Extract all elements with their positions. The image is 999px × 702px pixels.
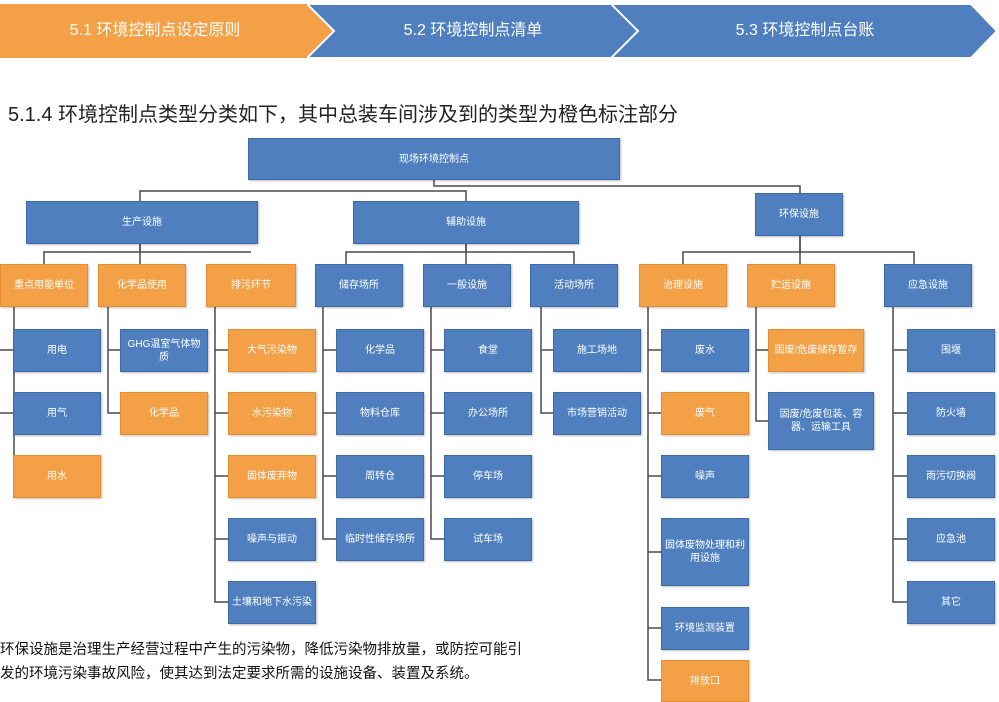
definition-line-2: 发的环境污染事故风险，使其达到法定要求所需的设施设备、装置及系统。	[0, 666, 479, 682]
leaf-exhaust-gas: 废气	[661, 392, 749, 435]
node-storage-sites: 储存场所	[315, 264, 403, 307]
nav-step-2-label: 5.2 环境控制点清单	[403, 22, 543, 39]
leaf-solid-waste: 固体废弃物	[228, 455, 316, 498]
node-activity-sites: 活动场所	[530, 264, 618, 307]
leaf-chemicals: 化学品	[120, 392, 208, 435]
leaf-soil-groundwater: 土壤和地下水污染	[228, 581, 316, 624]
leaf-monitoring-device: 环境监测装置	[661, 607, 749, 650]
leaf-others: 其它	[907, 581, 995, 624]
section-heading: 5.1.4 环境控制点类型分类如下，其中总装车间涉及到的类型为橙色标注部分	[8, 104, 679, 126]
leaf-ghg: GHG温室气体物质	[120, 329, 208, 372]
node-root: 现场环境控制点	[248, 138, 620, 180]
nav-step-2-shape	[307, 4, 639, 58]
nav-step-3-shape	[611, 4, 999, 58]
leaf-firewall: 防火墙	[907, 392, 995, 435]
nav-step-2[interactable]: 5.2 环境控制点清单	[307, 4, 639, 58]
node-discharge-links: 排污环节	[206, 264, 296, 307]
leaf-treatment-noise: 噪声	[661, 455, 749, 498]
nav-step-1-label: 5.1 环境控制点设定原则	[69, 22, 241, 39]
node-key-energy-units: 重点用能单位	[0, 264, 88, 307]
leaf-cofferdam: 围堰	[907, 329, 995, 372]
node-treatment-facilities: 治理设施	[639, 264, 727, 307]
leaf-emergency-pool: 应急池	[907, 518, 995, 561]
node-storage-transport-facilities: 贮运设施	[747, 264, 835, 307]
leaf-water: 用水	[13, 455, 101, 498]
leaf-turnover-warehouse: 周转仓	[336, 455, 424, 498]
leaf-electricity: 用电	[13, 329, 101, 372]
leaf-air-pollutants: 大气污染物	[228, 329, 316, 372]
node-emergency-facilities: 应急设施	[884, 264, 972, 307]
leaf-temporary-storage: 临时性储存场所	[336, 518, 424, 561]
leaf-water-pollutants: 水污染物	[228, 392, 316, 435]
node-environmental-facilities: 环保设施	[755, 193, 843, 236]
leaf-rain-sewage-valve: 雨污切换阀	[907, 455, 995, 498]
leaf-marketing-activity: 市场营销活动	[553, 392, 641, 435]
leaf-wastewater: 废水	[661, 329, 749, 372]
leaf-material-warehouse: 物料仓库	[336, 392, 424, 435]
nav-step-3-label: 5.3 环境控制点台账	[735, 22, 875, 39]
node-chemical-use: 化学品使用	[98, 264, 186, 307]
leaf-canteen: 食堂	[444, 329, 532, 372]
leaf-parking: 停车场	[444, 455, 532, 498]
leaf-waste-packaging-transport: 固废/危废包装、容器、运输工具	[768, 392, 874, 450]
leaf-waste-temporary-storage: 固废/危废储存暂存	[768, 329, 864, 372]
definition-line-1: 环保设施是治理生产经营过程中产生的污染物，降低污染物排放量，或防控可能引	[0, 642, 522, 658]
nav-step-1-shape	[0, 4, 335, 58]
leaf-solid-waste-treatment: 固体废物处理和利用设施	[661, 518, 749, 586]
leaf-office: 办公场所	[444, 392, 532, 435]
definition-paragraph: 环保设施是治理生产经营过程中产生的污染物，降低污染物排放量，或防控可能引 发的环…	[0, 638, 522, 686]
leaf-test-track: 试车场	[444, 518, 532, 561]
leaf-construction-site: 施工场地	[553, 329, 641, 372]
leaf-storage-chemicals: 化学品	[336, 329, 424, 372]
node-production-facilities: 生产设施	[26, 201, 258, 244]
node-auxiliary-facilities: 辅助设施	[353, 201, 579, 244]
nav-step-3[interactable]: 5.3 环境控制点台账	[611, 4, 999, 58]
leaf-noise-vibration: 噪声与振动	[228, 518, 316, 561]
node-general-facilities: 一般设施	[423, 264, 511, 307]
leaf-gas: 用气	[13, 392, 101, 435]
leaf-outfall: 排放口	[661, 660, 749, 702]
nav-step-1[interactable]: 5.1 环境控制点设定原则	[0, 4, 335, 58]
